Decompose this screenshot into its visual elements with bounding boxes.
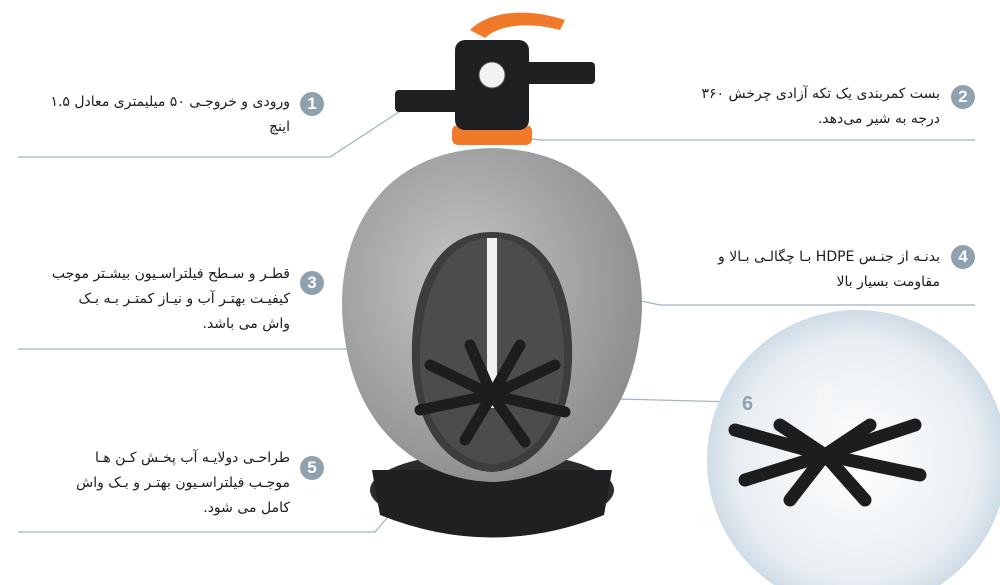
center-pipe — [487, 238, 497, 408]
feature-text-1: ورودی و خروجـی ۵۰ میلیمتری معادل ۱.۵ این… — [50, 94, 290, 135]
feature-text-4: بدنـه از جنـس HDPE بـا چگالـی بـالا و مق… — [718, 249, 940, 290]
feature-badge-1: 1 — [300, 92, 324, 116]
laterals — [414, 339, 571, 448]
feature-badge-2: 2 — [951, 85, 975, 109]
feature-text-5: طراحـی دولایـه آب پخـش کـن هـا موجـب فیل… — [76, 450, 290, 516]
feature-badge-5: 5 — [300, 456, 324, 480]
feature-text-2: بست کمربندی یک تکه آزادی چرخش ۳۶۰ درجه ب… — [701, 86, 940, 127]
valve-handle — [470, 12, 565, 38]
feature-badge-3: 3 — [300, 271, 324, 295]
feature-text-3: قطـر و سـطح فیلتراسـیون بیشـتر موجب کیفی… — [51, 266, 290, 332]
feature-badge-6: 6 — [742, 393, 754, 415]
feature-badge-4: 4 — [951, 245, 975, 269]
pressure-gauge — [478, 61, 506, 89]
